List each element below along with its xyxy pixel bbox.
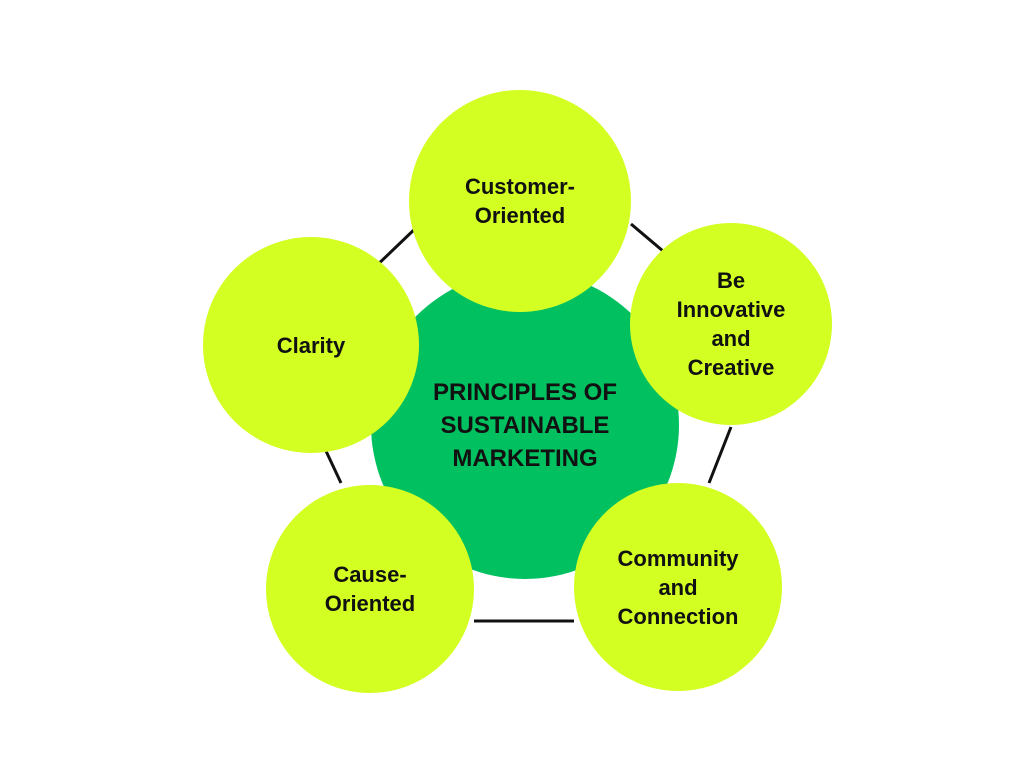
principle-label: Customer- Oriented (464, 174, 575, 228)
principle-label: Clarity (276, 332, 346, 358)
connector-innovative-community (707, 426, 733, 484)
principle-community-connection: Community and Connection (574, 483, 782, 691)
principle-label: Cause- Oriented (324, 562, 416, 616)
principle-cause-oriented: Cause- Oriented (266, 485, 474, 693)
center-title: PRINCIPLES OF SUSTAINABLE MARKETING (432, 378, 618, 472)
principle-clarity: Clarity (203, 237, 419, 453)
principle-innovative-creative: Be Innovative and Creative (630, 223, 832, 425)
principle-label: Community and Connection (617, 545, 739, 629)
connector-cause-clarity (324, 450, 343, 484)
principle-label: Be Innovative and Creative (676, 268, 786, 380)
principle-customer-oriented: Customer- Oriented (409, 90, 631, 312)
